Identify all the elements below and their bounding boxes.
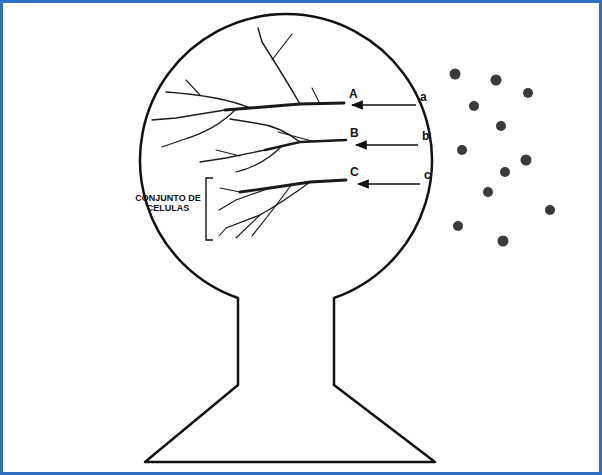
- particle-dot: [496, 121, 506, 131]
- particle-dot: [450, 69, 461, 80]
- dendrite: [166, 92, 250, 108]
- stimulus-arrow: [352, 104, 416, 106]
- dendrite: [152, 110, 225, 120]
- dendrite: [162, 109, 236, 147]
- dendrite: [236, 146, 282, 172]
- particle-dot: [469, 101, 479, 111]
- dendrite: [236, 215, 260, 238]
- dendrite: [258, 28, 300, 104]
- particle-dot: [498, 236, 509, 247]
- dendrite: [186, 80, 200, 95]
- neuron-c: [219, 180, 346, 238]
- group-bracket: [206, 178, 213, 240]
- particle-dot: [523, 88, 533, 98]
- arrow-label: b: [422, 130, 429, 143]
- dendrite: [272, 34, 292, 60]
- particle-dot: [457, 145, 467, 155]
- axon-trunk: [240, 180, 346, 192]
- axon-trunk: [225, 103, 344, 110]
- part-label: B: [350, 127, 359, 140]
- part-label: C: [350, 166, 359, 179]
- stimulus-arrow: [356, 144, 418, 146]
- arrow-label: a: [420, 91, 427, 104]
- part-label: A: [349, 88, 358, 101]
- dendrite: [219, 228, 226, 236]
- dendrite: [219, 188, 270, 210]
- neuron-b: [200, 119, 346, 172]
- dendrite: [278, 132, 312, 141]
- particle-dot: [545, 205, 555, 215]
- bulb-outline: [140, 14, 435, 462]
- dendrite: [200, 150, 265, 162]
- dendrite: [312, 88, 320, 104]
- particle-dot: [453, 221, 463, 231]
- particle-dot: [491, 75, 502, 86]
- neuron-a: [152, 28, 344, 147]
- dendrite: [216, 150, 240, 156]
- particle-dot: [500, 167, 510, 177]
- odour-particles: [450, 69, 556, 247]
- dendrite: [230, 119, 300, 142]
- particle-dot: [483, 187, 493, 197]
- axon-trunk: [265, 140, 346, 150]
- group-label: CONJUNTO DE CELULAS: [134, 194, 202, 214]
- dendrite: [252, 184, 292, 236]
- stimulus-arrow: [358, 183, 420, 185]
- particle-dot: [521, 155, 532, 166]
- dendrite: [220, 188, 240, 192]
- arrow-label: c: [424, 169, 431, 182]
